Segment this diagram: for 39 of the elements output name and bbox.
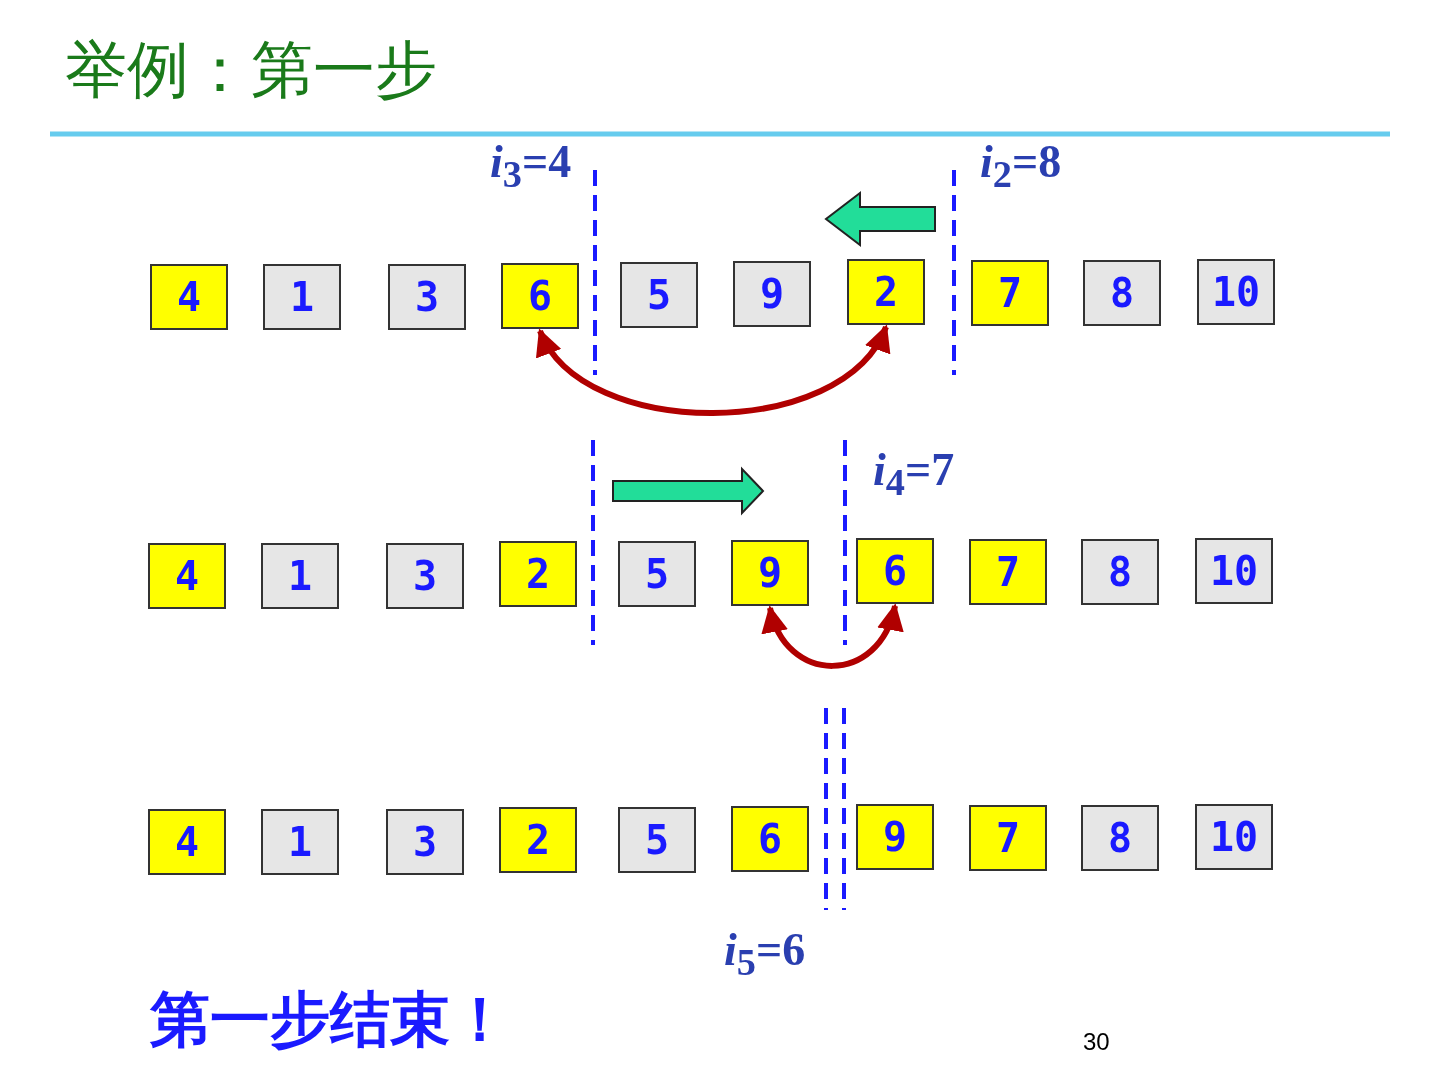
- conclusion-text: 第一步结束！: [150, 983, 510, 1056]
- swap-arrow: [764, 603, 902, 669]
- number-box: 4: [148, 809, 226, 875]
- pointer-label: i$_{3}$=4: [490, 135, 572, 197]
- number-box: 3: [386, 809, 464, 875]
- number-box: 6: [856, 538, 934, 604]
- number-box: 7: [971, 260, 1049, 326]
- number-box: 8: [1081, 539, 1159, 605]
- number-box: 2: [499, 541, 577, 607]
- number-box: 9: [731, 540, 809, 606]
- title: 举例：第一步: [65, 32, 437, 108]
- number-box: 8: [1081, 805, 1159, 871]
- number-box: 5: [620, 262, 698, 328]
- pointer-label: i$_{2}$=8: [980, 135, 1062, 197]
- number-box: 10: [1195, 804, 1273, 870]
- pointer-label: i$_{5}$=6: [724, 923, 806, 985]
- number-box: 5: [618, 807, 696, 873]
- number-box: 4: [150, 264, 228, 330]
- number-box: 2: [847, 259, 925, 325]
- page-number: 30: [1083, 1028, 1110, 1056]
- number-box: 8: [1083, 260, 1161, 326]
- number-box: 5: [618, 541, 696, 607]
- number-box: 2: [499, 807, 577, 873]
- number-box: 1: [263, 264, 341, 330]
- number-box: 4: [148, 543, 226, 609]
- number-box: 9: [856, 804, 934, 870]
- number-box: 7: [969, 539, 1047, 605]
- swap-arrow: [537, 324, 889, 416]
- pointer-label: i$_{4}$=7: [873, 443, 955, 505]
- number-box: 6: [731, 806, 809, 872]
- number-box: 3: [388, 264, 466, 330]
- number-box: 10: [1197, 259, 1275, 325]
- number-box: 10: [1195, 538, 1273, 604]
- number-box: 9: [733, 261, 811, 327]
- number-box: 6: [501, 263, 579, 329]
- number-box: 1: [261, 809, 339, 875]
- number-box: 7: [969, 805, 1047, 871]
- number-box: 1: [261, 543, 339, 609]
- number-box: 3: [386, 543, 464, 609]
